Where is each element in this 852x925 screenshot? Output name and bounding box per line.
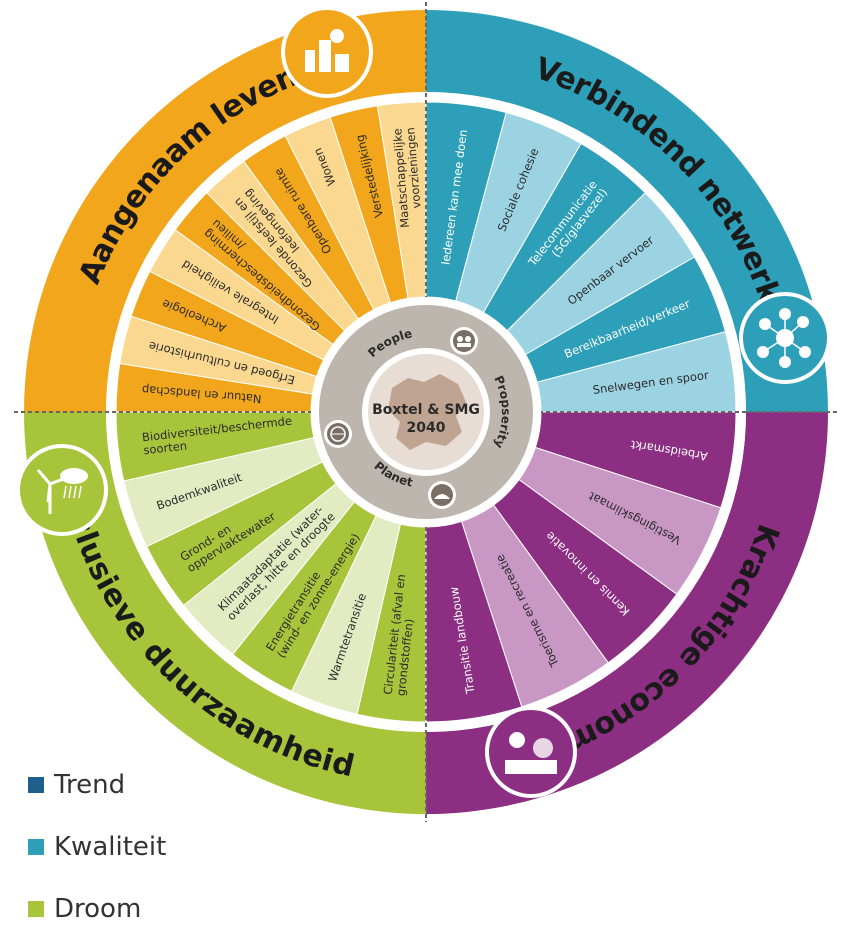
- segment-label-aangenaam-9: Maatschappelijkevoorzieningen: [390, 127, 425, 229]
- globe-icon: [324, 420, 352, 448]
- landscape-icon: [428, 481, 456, 509]
- legend-item-kwaliteit: Kwaliteit: [28, 832, 166, 862]
- legend-label-trend: Trend: [54, 770, 126, 800]
- network-icon: [739, 292, 831, 384]
- center-title-line1: Boxtel & SMG: [372, 402, 480, 418]
- legend-swatch-trend: [28, 777, 44, 793]
- legend-label-kwaliteit: Kwaliteit: [54, 832, 167, 862]
- windmill-weather-icon: [16, 444, 108, 536]
- legend-swatch-droom: [28, 901, 44, 917]
- legend-item-trend: Trend: [28, 770, 125, 800]
- legend-label-droom: Droom: [54, 894, 142, 924]
- economy-innovation-icon: [485, 706, 577, 798]
- segment-label-line: soorten: [143, 439, 188, 458]
- center-title-line2: 2040: [407, 420, 446, 436]
- quadrant-band-aangenaam: [24, 10, 426, 412]
- city-culture-icon: [281, 6, 373, 98]
- segment-label-line: voorzieningen: [403, 127, 423, 209]
- people-icon: [450, 327, 478, 355]
- legend-item-droom: Droom: [28, 894, 141, 924]
- legend-swatch-kwaliteit: [28, 839, 44, 855]
- region-map-shape: [388, 374, 466, 450]
- quadrant-band-krachtige: [426, 412, 828, 814]
